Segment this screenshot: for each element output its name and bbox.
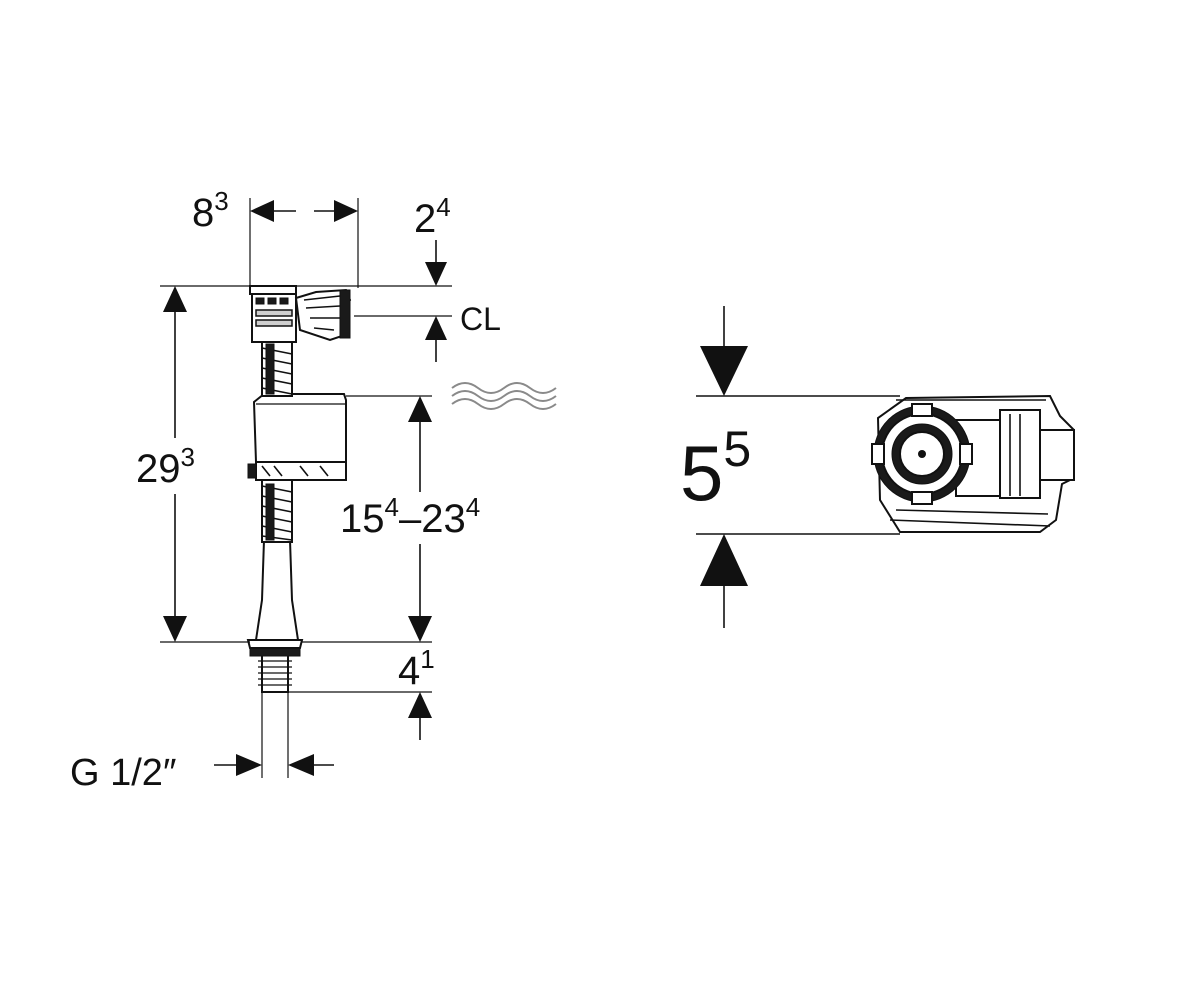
fill-valve-side-view [246, 285, 352, 693]
connection-label: G 1/2″ [70, 752, 176, 794]
top-offset-label: 24 [414, 192, 451, 241]
upper-spring-tube [261, 339, 293, 397]
float-range-label: 154–234 [340, 492, 480, 541]
valve-head [249, 285, 352, 343]
cl-label: CL [460, 301, 501, 337]
dimension-width: 83 [192, 186, 359, 288]
water-level-icon [451, 382, 557, 410]
dimension-total-height: 293 [132, 285, 250, 643]
float [247, 393, 347, 481]
top-view-height-label: 55 [680, 421, 751, 517]
dimension-float-range: 154–234 [302, 395, 504, 643]
fill-valve-top-view [871, 394, 1075, 533]
thread-length-label: 41 [398, 644, 435, 693]
dimension-top-view-height: 55 [680, 306, 900, 628]
dimension-thread-length: 41 [288, 644, 435, 740]
base-flange [246, 639, 304, 649]
lower-spring-tube [261, 477, 293, 543]
width-label: 83 [192, 186, 229, 235]
threaded-connector [249, 647, 301, 693]
dimension-top-offset: 24 CL [296, 192, 501, 362]
total-height-label: 293 [136, 442, 195, 491]
lower-body [254, 539, 300, 641]
dimension-connection: G 1/2″ [70, 692, 334, 794]
